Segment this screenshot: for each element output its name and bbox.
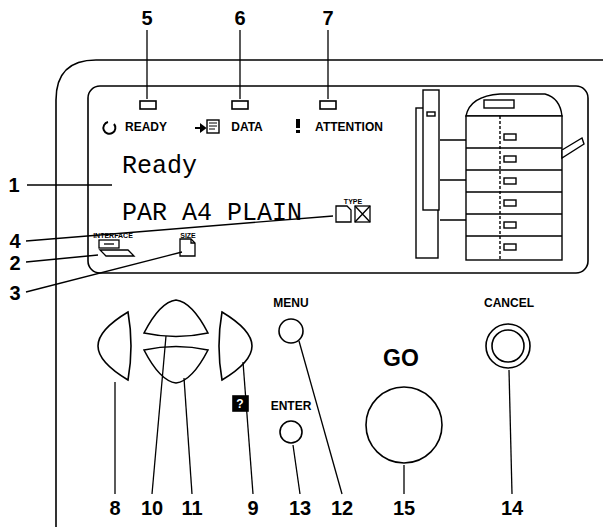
lcd-line: Ready [122,154,302,179]
callout-number: 7 [322,8,333,28]
cancel-button [486,324,530,368]
callout-number: 5 [141,8,152,28]
size-icon [180,239,195,256]
go-button [366,387,442,463]
printer-top [466,94,562,116]
callout-number: 4 [9,231,20,251]
enter-button [280,421,302,443]
housing-outline [56,60,603,527]
callout-number: 10 [141,498,163,518]
left-button [98,312,131,380]
callout-number: 13 [289,498,311,518]
icon-label: INTERFACE [93,232,133,239]
led [232,101,248,109]
callout-number: 2 [9,253,20,273]
type-icon [336,206,370,222]
led [320,101,336,109]
callout-number: 6 [234,8,245,28]
attention-symbol [296,119,300,133]
display-panel [88,86,588,273]
button-label: ENTER [271,400,312,412]
led [140,101,156,109]
callout-number: 8 [109,498,120,518]
button-label: MENU [273,297,308,309]
callout-number: 14 [501,498,523,518]
button-label: CANCEL [484,297,534,309]
callout-number: 3 [9,283,20,303]
printer-body [466,116,562,260]
callout-number: 9 [247,498,258,518]
icon-label: TYPE [344,198,362,205]
lcd-display: ReadyPAR A4 PLAIN [116,150,308,230]
ready-symbol [103,122,115,134]
printer-illustration [416,90,584,260]
leader-lines [26,30,512,494]
icon-label: SIZE [180,232,196,239]
lcd-line: PAR A4 PLAIN [122,201,302,226]
up-button [144,300,208,337]
led-label: DATA [231,121,263,133]
menu-button [279,319,303,343]
led-label: READY [125,121,167,133]
help-mark: ? [236,398,243,410]
callout-number: 15 [393,498,415,518]
callout-number: 11 [181,498,202,518]
callout-number: 12 [331,498,353,518]
button-label: GO [383,347,419,370]
callout-number: 1 [8,175,19,195]
down-button [144,347,208,384]
output-tray [562,138,584,158]
led-label: ATTENTION [315,121,383,133]
right-button [219,312,252,380]
interface-icon [99,240,134,256]
